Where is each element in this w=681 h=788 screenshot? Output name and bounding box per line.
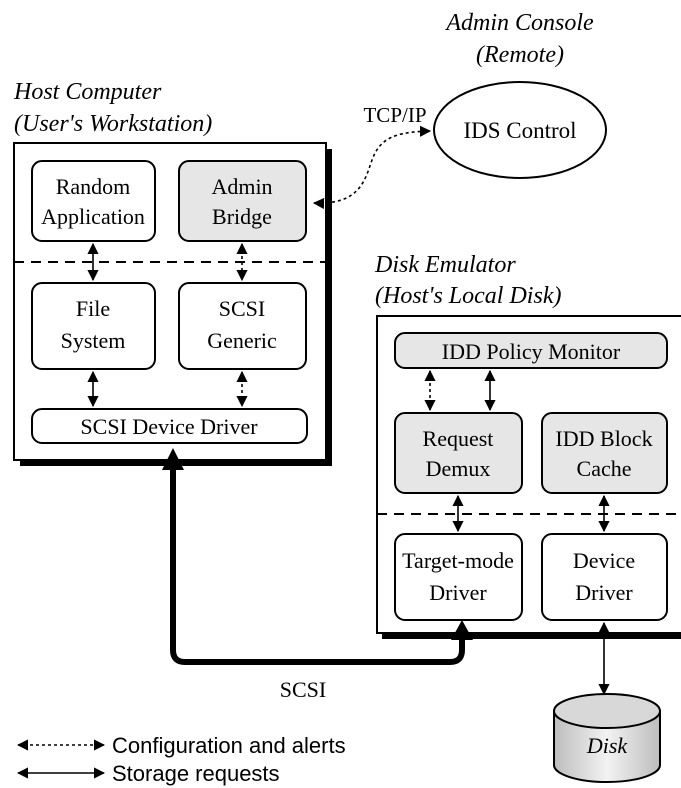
tcpip-link <box>312 125 432 210</box>
scsi-bus-line <box>170 470 465 665</box>
target-mode-driver-label-2: Driver <box>429 580 487 605</box>
admin-bridge-label-1: Admin <box>211 174 272 199</box>
idd-policy-monitor-label: IDD Policy Monitor <box>442 339 621 364</box>
request-demux-box <box>394 412 523 494</box>
legend-solid-label: Storage requests <box>112 761 280 786</box>
host-computer-title: Host Computer <box>13 79 162 105</box>
idd-policy-monitor-box <box>394 332 668 369</box>
file-system-box <box>31 282 156 370</box>
random-application-label-2: Application <box>41 204 145 229</box>
disk-cylinder-top <box>553 693 661 729</box>
request-demux-label-2: Demux <box>426 456 491 481</box>
device-driver-label-2: Driver <box>575 580 633 605</box>
disk-emulator-subtitle: (Host's Local Disk) <box>375 283 561 309</box>
admin-console-subtitle: (Remote) <box>476 42 564 68</box>
file-system-label-1: File <box>76 296 110 321</box>
scsi-generic-label-2: Generic <box>207 328 277 353</box>
admin-bridge-label-2: Bridge <box>212 204 272 229</box>
random-application-box <box>31 160 156 242</box>
device-driver-box <box>541 533 668 621</box>
ids-control-label: IDS Control <box>463 118 576 143</box>
device-driver-label-1: Device <box>573 548 635 573</box>
idd-block-cache-label-2: Cache <box>577 456 632 481</box>
request-demux-label-1: Request <box>423 426 494 451</box>
idd-block-cache-box <box>541 412 668 494</box>
scsi-device-driver-label: SCSI Device Driver <box>80 414 258 439</box>
legend-dotted-label: Configuration and alerts <box>112 733 346 758</box>
scsi-bus-label: SCSI <box>280 677 326 702</box>
file-system-label-2: System <box>61 328 126 353</box>
disk-emulator-title: Disk Emulator <box>374 252 516 278</box>
scsi-bus-arrowhead-top <box>162 448 184 470</box>
admin-bridge-box <box>178 160 307 242</box>
idd-block-cache-label-1: IDD Block <box>555 426 652 451</box>
target-mode-driver-box <box>394 533 523 621</box>
ids-control-ellipse <box>433 81 607 179</box>
scsi-device-driver-box <box>31 408 308 444</box>
scsi-bus-arrowhead-right <box>451 620 473 640</box>
scsi-generic-box <box>178 282 307 370</box>
admin-console-title: Admin Console <box>444 10 594 36</box>
random-application-label-1: Random <box>56 174 131 199</box>
disk-cylinder-body <box>553 711 661 783</box>
target-mode-driver-label-1: Target-mode <box>402 548 514 573</box>
disk-label: Disk <box>586 733 629 758</box>
host-computer-subtitle: (User's Workstation) <box>14 111 212 137</box>
scsi-generic-label-1: SCSI <box>219 296 265 321</box>
tcpip-label: TCP/IP <box>363 103 426 127</box>
